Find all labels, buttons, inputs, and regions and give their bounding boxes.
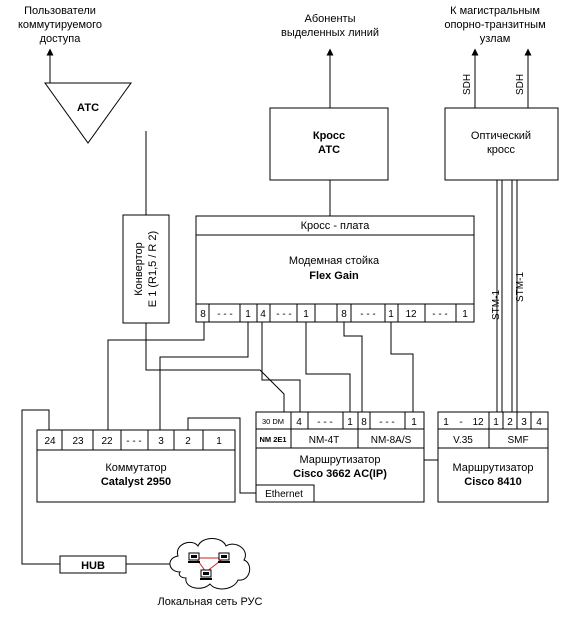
catalyst-port: - - - <box>126 436 142 447</box>
converter-subtitle: Е 1 (R1,5 / R 2) <box>147 231 159 307</box>
backbone-label: К магистральным опорно-транзитным узлам <box>444 5 545 45</box>
svg-text:Пользователи: Пользователи <box>24 5 96 17</box>
catalyst-port: 24 <box>44 436 56 447</box>
catalyst-ports: 24 23 22 - - - 3 2 1 <box>44 430 222 450</box>
slot-nm2e1: NM 2E1 <box>259 435 286 444</box>
converter-box <box>122 214 170 324</box>
svg-text:узлам: узлам <box>480 33 511 45</box>
cross-atc-title: Кросс <box>313 130 345 142</box>
flex-port: - - - <box>432 309 448 320</box>
connection-lines <box>21 322 438 565</box>
flex-gain-ports: 8 - - - 1 4 - - - 1 8 - - - 1 12 - - - 1 <box>200 304 468 322</box>
flex-port: - - - <box>217 309 233 320</box>
flex-port: 8 <box>341 309 347 320</box>
lan-label: Локальная сеть РУС <box>158 596 263 608</box>
nm4t-port: 4 <box>296 417 302 428</box>
cisco3662-name: Cisco 3662 AC(IP) <box>293 468 387 480</box>
svg-text:К магистральным: К магистральным <box>450 5 540 17</box>
svg-text:доступа: доступа <box>40 33 82 45</box>
flex-port: 12 <box>405 309 417 320</box>
flex-gain-name: Flex Gain <box>309 270 359 282</box>
ethernet-port-box <box>255 484 315 503</box>
nm8as-port: 8 <box>361 417 367 428</box>
optical-cross-box <box>444 107 559 181</box>
converter-title: Конвертор <box>133 242 145 295</box>
v35-port: 1 <box>443 417 449 428</box>
catalyst-port: 23 <box>72 436 84 447</box>
flex-port: - - - <box>360 309 376 320</box>
flex-port: 1 <box>388 309 394 320</box>
flex-port: 8 <box>200 309 206 320</box>
slot-30dm: 30 DM <box>262 417 284 426</box>
subscribers-label: Абоненты выделенных линий <box>281 13 379 39</box>
users-label: Пользователи коммутируемого доступа <box>18 5 102 45</box>
v35-port: - <box>459 417 462 428</box>
cisco3662-title: Маршрутизатор <box>299 454 380 466</box>
smf-port: 3 <box>521 417 527 428</box>
cisco8410-ports: 1 - 12 1 2 3 4 V.35 SMF <box>443 412 542 446</box>
cross-plate-label: Кросс - плата <box>301 220 371 232</box>
cross-atc-subtitle: АТС <box>318 144 340 156</box>
optical-cross-title: Оптический <box>471 130 531 142</box>
v35-label: V.35 <box>453 435 473 446</box>
catalyst-port: 1 <box>216 436 222 447</box>
cisco8410-box <box>437 411 549 503</box>
catalyst-port: 2 <box>185 436 191 447</box>
nm8as-port: - - - <box>379 417 395 428</box>
computer-icon <box>188 552 200 563</box>
sdh-label-left: SDH <box>462 74 473 95</box>
nm4t-label: NM-4T <box>309 435 340 446</box>
smf-port: 1 <box>493 417 499 428</box>
atc-triangle-label: АТС <box>77 102 99 114</box>
svg-text:коммутируемого: коммутируемого <box>18 19 102 31</box>
catalyst-box <box>36 429 236 503</box>
flex-gain-title: Модемная стойка <box>289 255 380 267</box>
flex-port: 1 <box>462 309 468 320</box>
ethernet-label: Ethernet <box>265 489 303 500</box>
flex-port: 1 <box>245 309 251 320</box>
cisco3662-ports: 30 DM NM 2E1 4 - - - 1 8 - - - 1 NM-4T N… <box>259 412 417 446</box>
stm1-label-b: STM-1 <box>515 272 526 302</box>
nm4t-port: - - - <box>317 417 333 428</box>
nm8as-label: NM-8A/S <box>371 435 412 446</box>
cisco3662-box <box>255 411 425 503</box>
flex-port: 1 <box>303 309 309 320</box>
lan-cloud <box>169 538 251 590</box>
computer-icon <box>218 552 230 563</box>
catalyst-title: Коммутатор <box>105 462 166 474</box>
smf-port: 2 <box>507 417 513 428</box>
catalyst-name: Catalyst 2950 <box>101 476 171 488</box>
v35-port: 12 <box>472 417 484 428</box>
flex-port: - - - <box>276 309 292 320</box>
cisco8410-title: Маршрутизатор <box>452 462 533 474</box>
catalyst-port: 3 <box>158 436 164 447</box>
smf-label: SMF <box>507 435 528 446</box>
sdh-label-right: SDH <box>515 74 526 95</box>
svg-text:выделенных линий: выделенных линий <box>281 27 379 39</box>
nm8as-port: 1 <box>411 417 417 428</box>
cisco8410-name: Cisco 8410 <box>464 476 521 488</box>
cross-atc-box <box>269 107 389 181</box>
flex-port: 4 <box>260 309 266 320</box>
hub-label: HUB <box>81 560 105 572</box>
stm1-label-a: STM-1 <box>491 290 502 320</box>
smf-port: 4 <box>536 417 542 428</box>
computer-icon <box>200 569 212 580</box>
catalyst-port: 22 <box>101 436 113 447</box>
svg-text:опорно-транзитным: опорно-транзитным <box>444 19 545 31</box>
atc-triangle <box>44 82 132 144</box>
svg-text:Абоненты: Абоненты <box>305 13 356 25</box>
optical-cross-subtitle: кросс <box>487 144 516 156</box>
nm4t-port: 1 <box>347 417 353 428</box>
